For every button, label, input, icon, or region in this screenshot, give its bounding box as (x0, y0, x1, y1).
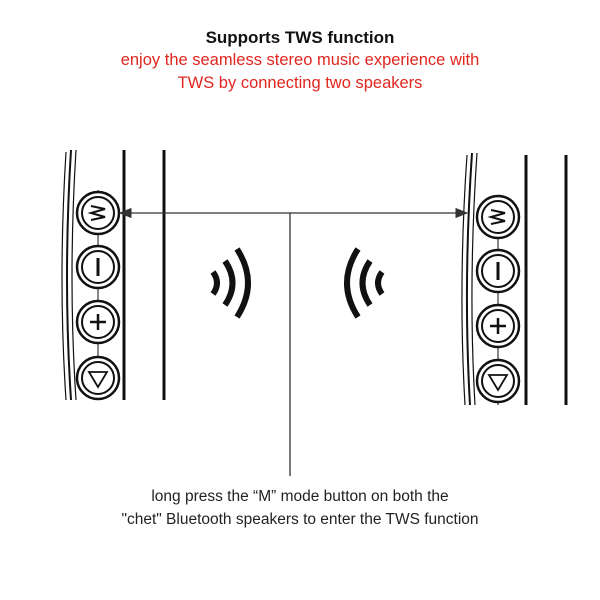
power-button[interactable] (475, 248, 521, 294)
right-speaker (461, 152, 568, 406)
sound-wave-left-icon (344, 247, 385, 319)
play-button[interactable] (475, 358, 521, 404)
mode-button[interactable] (75, 190, 121, 236)
page-title: Supports TWS function (205, 28, 395, 47)
play-button[interactable] (75, 355, 121, 401)
volume-up-button[interactable] (475, 303, 521, 349)
caption-line-1: long press the “M” mode button on both t… (151, 488, 449, 505)
power-button[interactable] (75, 244, 121, 290)
mode-button[interactable] (475, 194, 521, 240)
volume-up-button[interactable] (75, 299, 121, 345)
subtitle-line-2: TWS by connecting two speakers (177, 74, 423, 92)
caption-line-2: "chet" Bluetooth speakers to enter the T… (121, 511, 479, 528)
sound-wave-right-icon (210, 247, 251, 319)
tws-connection-arrows (118, 207, 469, 476)
left-speaker (61, 149, 166, 401)
subtitle-line-1: enjoy the seamless stereo music experien… (120, 51, 480, 69)
